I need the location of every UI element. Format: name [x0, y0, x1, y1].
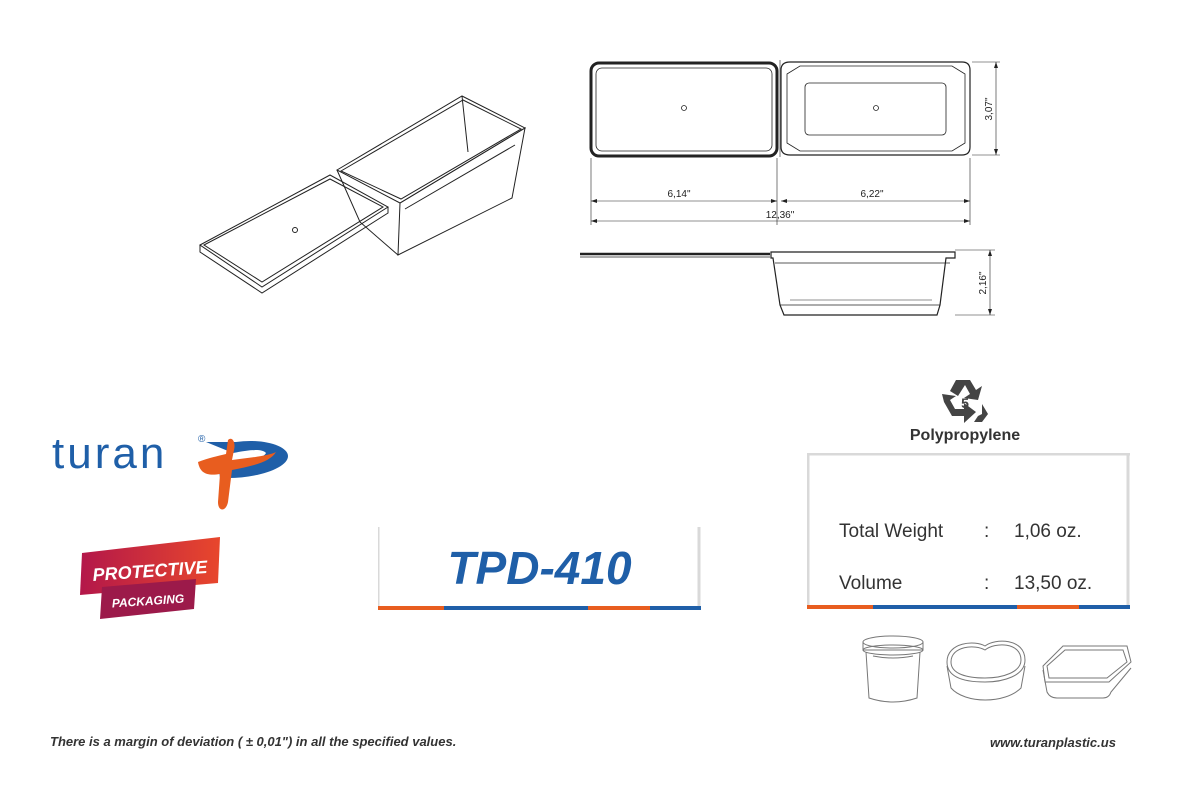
spec-label: Volume: [839, 573, 903, 594]
turan-logo: turan ®: [48, 420, 298, 520]
rectangular-container-icon: [1042, 645, 1132, 699]
deviation-note: There is a margin of deviation ( ± 0,01"…: [50, 734, 457, 749]
spec-value: 1,06 oz.: [1014, 521, 1082, 542]
product-code: TPD-410: [447, 542, 632, 594]
top-view: [589, 60, 971, 158]
product-code-box: TPD-410: [378, 527, 701, 610]
spec-sep: :: [984, 521, 990, 542]
round-tub-icon: [862, 635, 924, 703]
isometric-view: [199, 95, 527, 294]
dim-height: 2,16": [978, 271, 989, 294]
oval-container-icon: [946, 640, 1026, 701]
spec-value: 13,50 oz.: [1014, 573, 1093, 594]
registered-mark: ®: [198, 434, 206, 445]
specs-box: Total Weight : 1,06 oz. Volume : 13,50 o…: [807, 453, 1130, 610]
product-family-icons: [862, 635, 1132, 703]
dim-width: 3,07": [984, 97, 995, 120]
protective-packaging-logo: PROTECTIVE PACKAGING: [78, 535, 223, 625]
dim-total-length: 12,36": [766, 210, 795, 221]
spec-label: Total Weight: [839, 521, 944, 542]
recycle-code: 5: [961, 395, 969, 411]
website-link[interactable]: www.turanplastic.us: [990, 735, 1116, 750]
dimension-lines: [590, 61, 1000, 316]
dim-base-length: 6,22": [860, 189, 883, 200]
side-view: [580, 251, 956, 316]
recycle-icon: 5: [938, 374, 992, 426]
dim-lid-length: 6,14": [667, 189, 690, 200]
spec-sep: :: [984, 573, 990, 594]
dimension-arrows: [591, 62, 998, 315]
turan-wordmark: turan: [52, 429, 167, 478]
packaging-text: PACKAGING: [111, 591, 184, 610]
material-name: Polypropylene: [909, 427, 1021, 444]
